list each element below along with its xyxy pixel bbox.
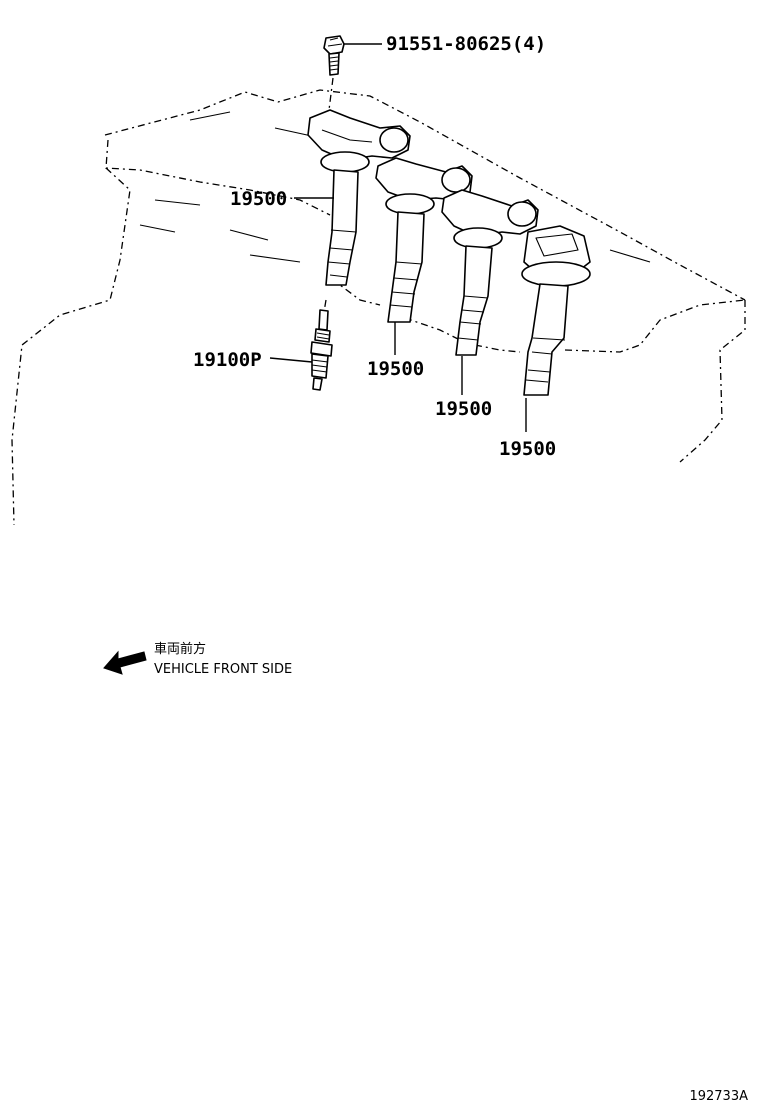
coil-1-part-number: 19500 [230, 188, 287, 210]
engine-head-outline [11, 89, 746, 526]
ignition-coil-2 [375, 157, 473, 323]
spark-plug-19100p [310, 299, 333, 391]
leader-lines [269, 43, 527, 432]
direction-note-english: VEHICLE FRONT SIDE [154, 662, 292, 677]
figure-reference-number: 192733A [689, 1089, 748, 1104]
coil-4-part-number: 19500 [499, 438, 556, 460]
coil-3-part-number: 19500 [435, 398, 492, 420]
arrow-left-icon [103, 650, 147, 675]
coil-2-part-number: 19500 [367, 358, 424, 380]
ignition-coil-3 [441, 189, 539, 356]
bolt-91551-80625 [323, 35, 345, 119]
ignition-coil-1 [307, 109, 411, 286]
spark-plug-part-number: 19100P [193, 349, 262, 371]
bolt-part-number: 91551-80625(4) [386, 33, 546, 55]
direction-note: 車両前方 VEHICLE FRONT SIDE [103, 641, 292, 677]
direction-note-japanese: 車両前方 [154, 641, 206, 657]
ignition-coil-4 [521, 225, 591, 396]
